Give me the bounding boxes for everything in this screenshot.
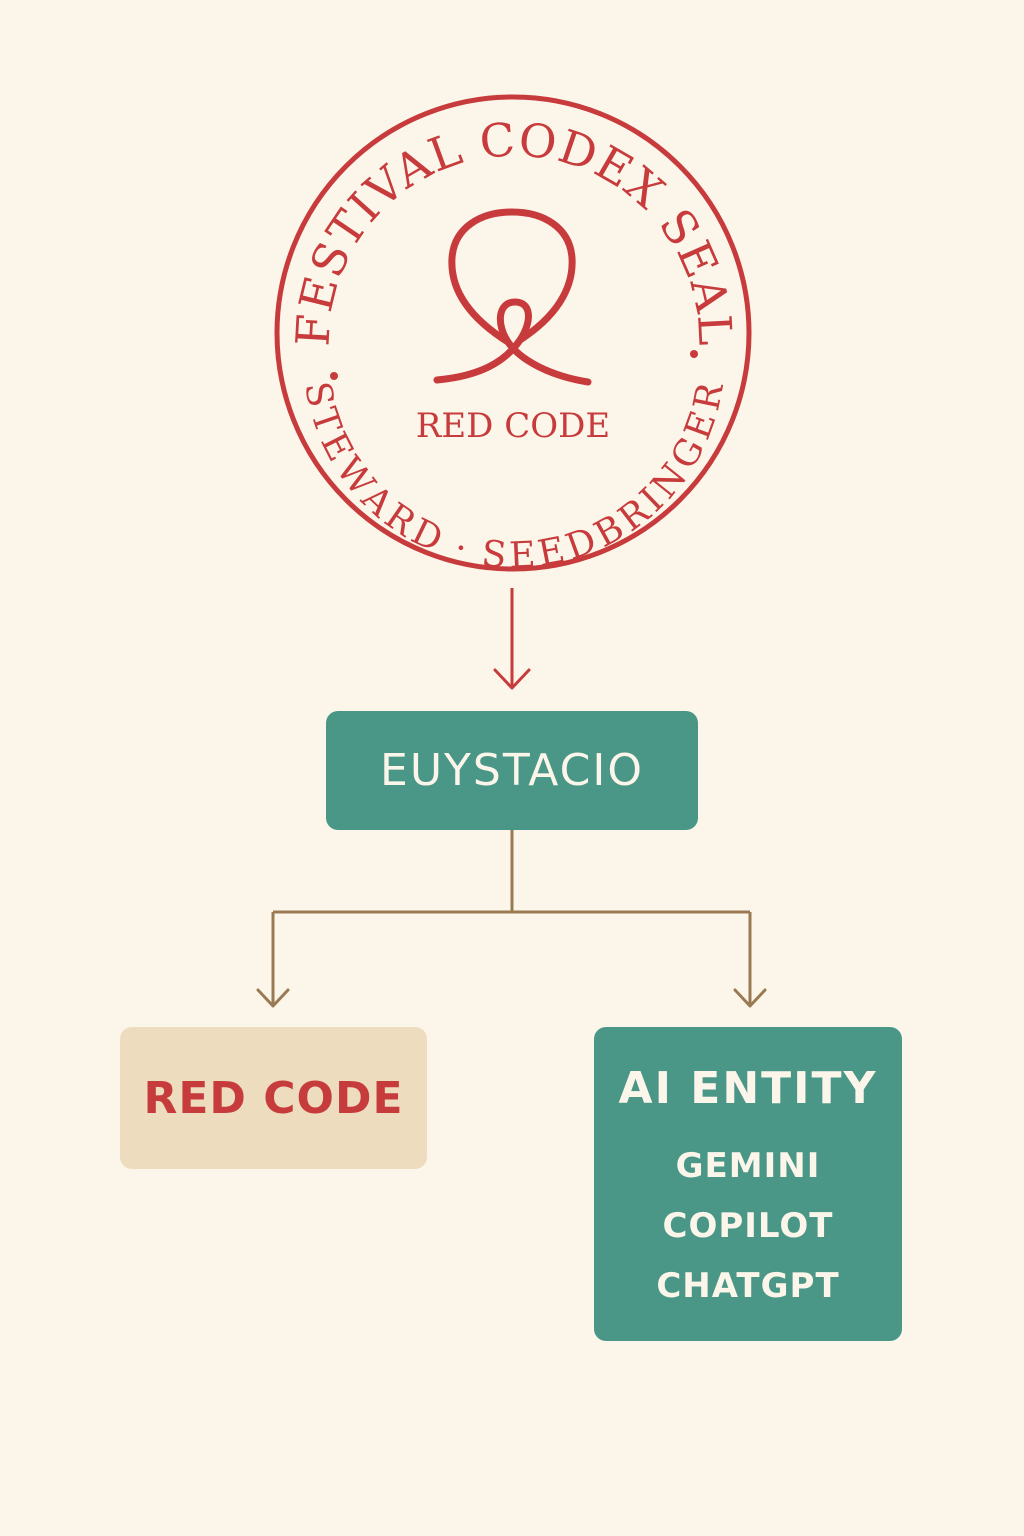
seal-arrow-head <box>493 668 531 690</box>
right-branch-arrow-head <box>733 988 767 1008</box>
node-red-code: RED CODE <box>120 1027 427 1169</box>
seal-ring-top-path: FESTIVAL CODEX SEAL <box>285 112 741 347</box>
seal-center-label: RED CODE <box>416 406 610 446</box>
tree-connector <box>256 830 767 1008</box>
seal-outer-ring <box>274 94 752 572</box>
seal-separator-left <box>330 372 338 380</box>
ribbon-loop-icon <box>433 208 592 386</box>
seal: FESTIVAL CODEX SEAL STEWARD · SEEDBRINGE… <box>274 94 752 577</box>
node-ai-entity-title: AI ENTITY <box>618 1063 878 1114</box>
seal-separator-right <box>690 350 698 358</box>
node-euystacio-label: EUYSTACIO <box>380 745 644 796</box>
node-euystacio: EUYSTACIO <box>326 711 698 830</box>
ai-entity-item: GEMINI <box>675 1146 821 1186</box>
ai-entity-item: CHATGPT <box>656 1266 840 1306</box>
node-red-code-label: RED CODE <box>143 1072 404 1124</box>
seal-ring-top-text: FESTIVAL CODEX SEAL <box>285 112 742 347</box>
ai-entity-item: COPILOT <box>662 1206 834 1246</box>
node-ai-entity: AI ENTITY GEMINI COPILOT CHATGPT <box>594 1027 902 1341</box>
ai-entity-list: GEMINI COPILOT CHATGPT <box>656 1136 839 1316</box>
seal-to-root-connector <box>493 588 531 690</box>
left-branch-arrow-head <box>256 988 290 1008</box>
